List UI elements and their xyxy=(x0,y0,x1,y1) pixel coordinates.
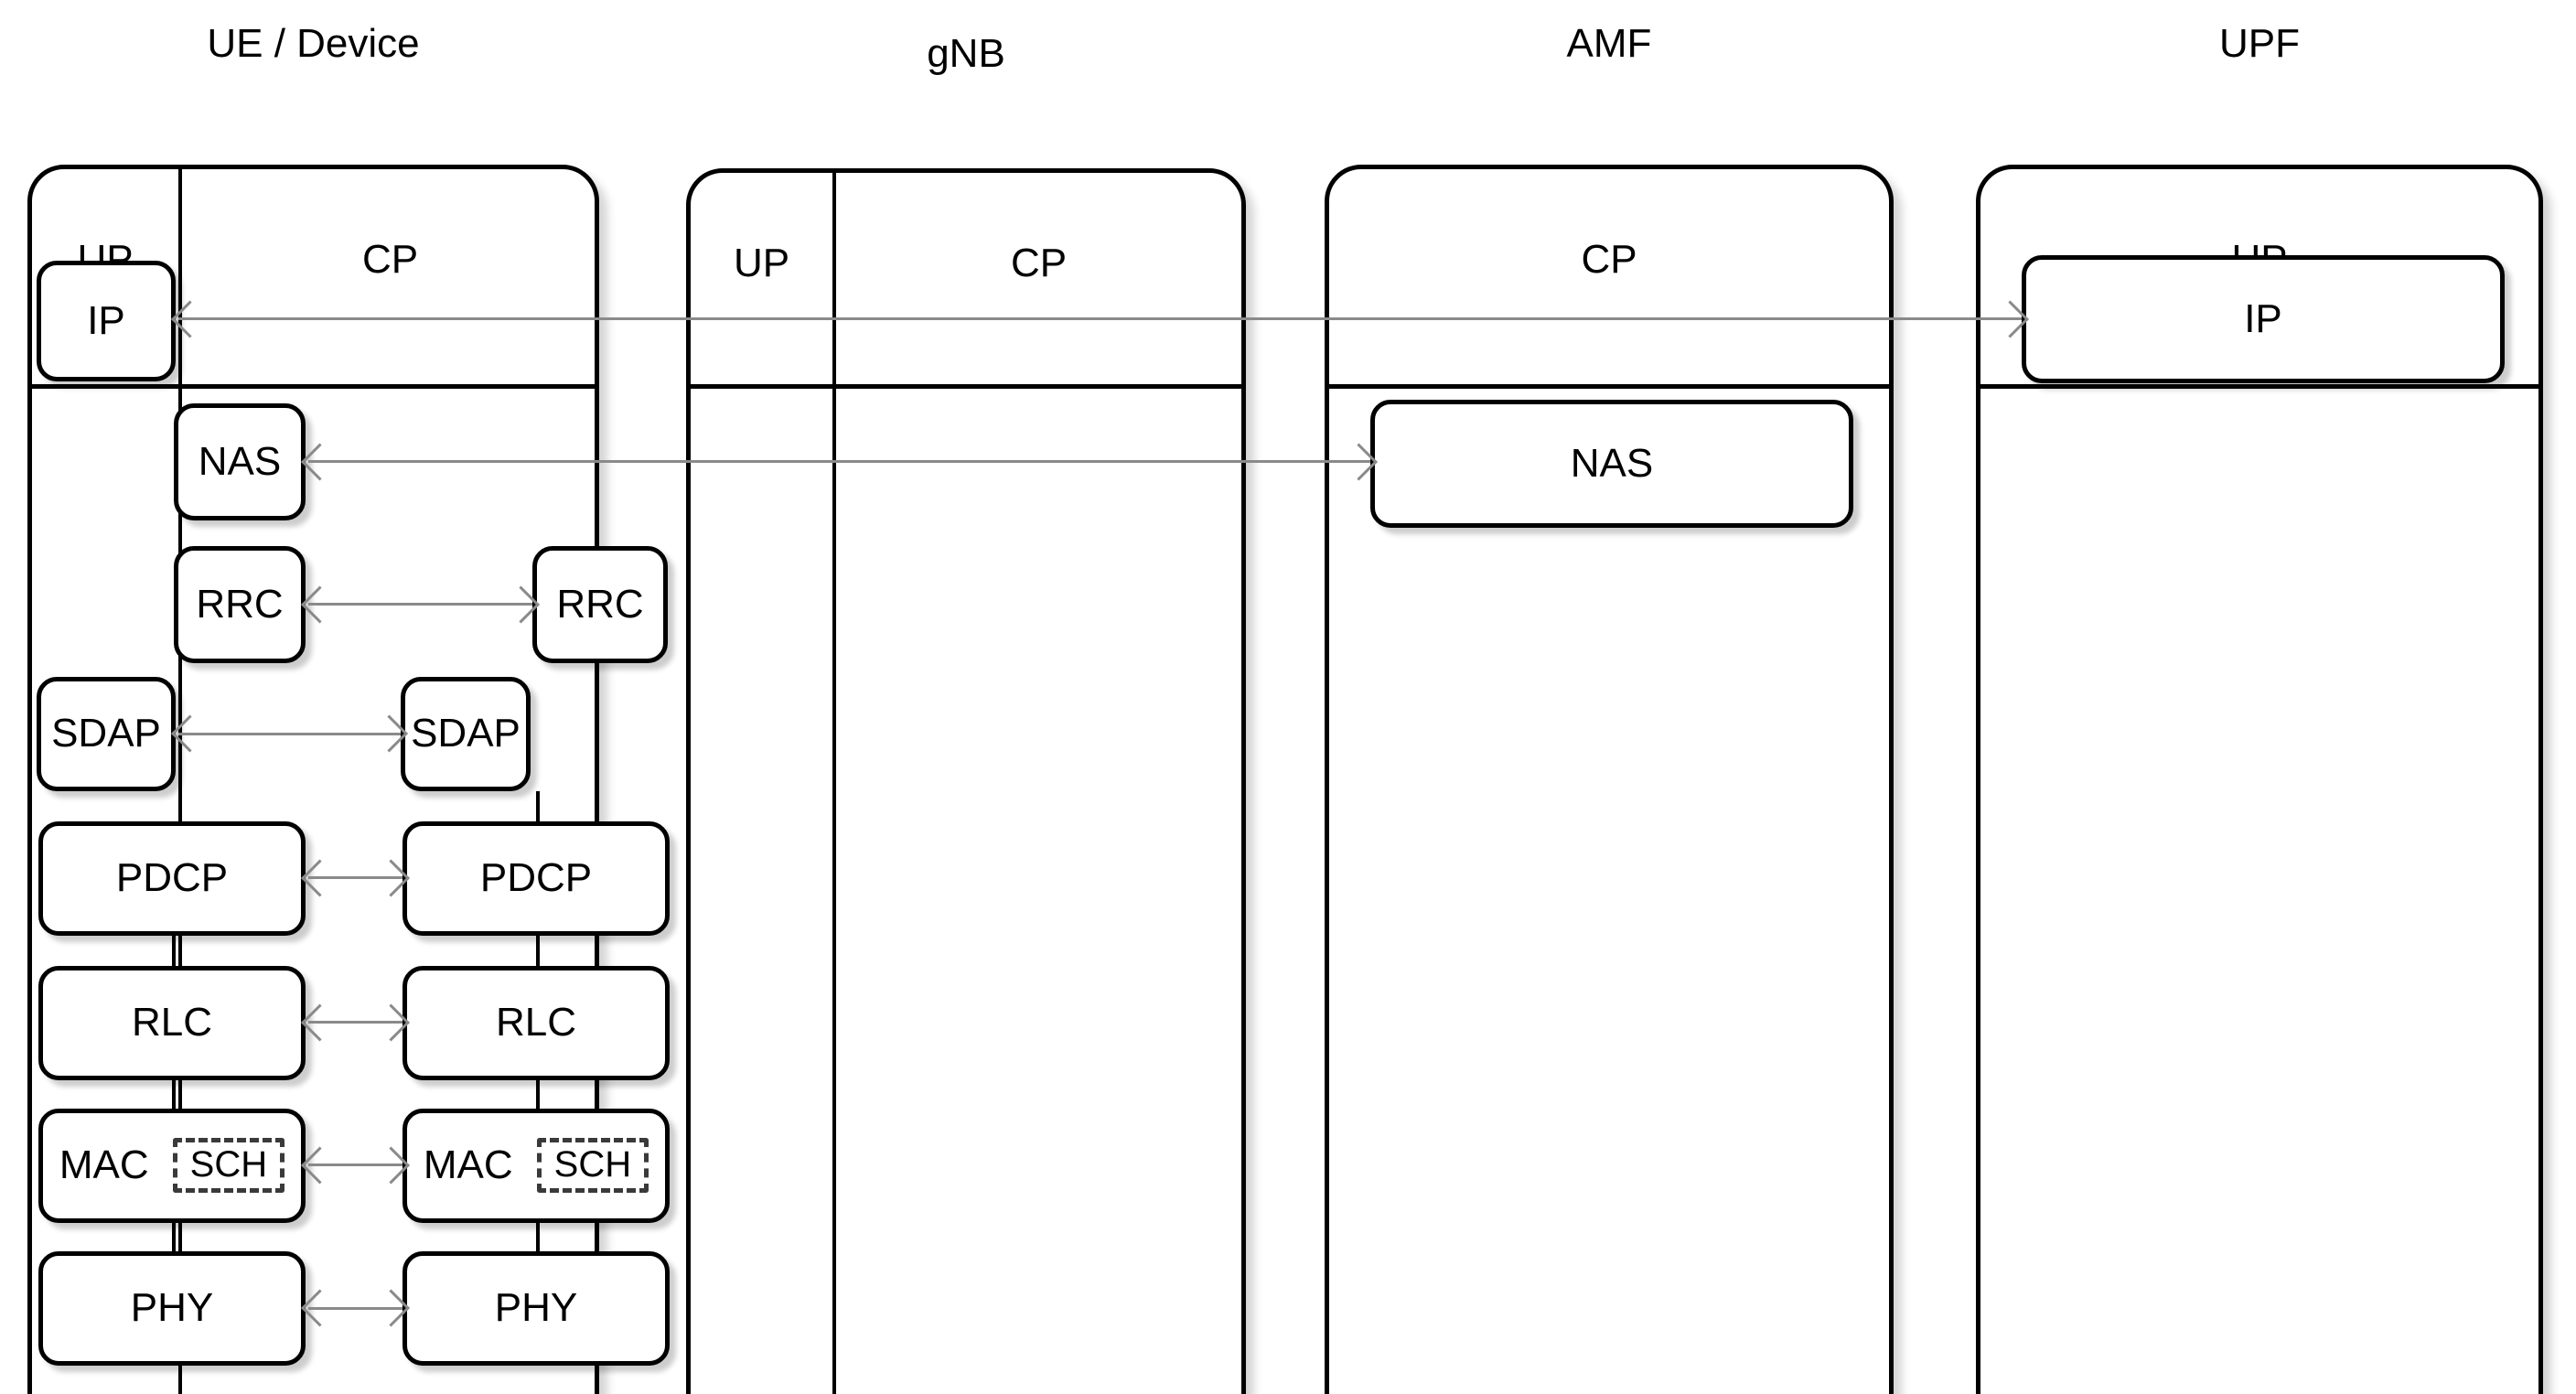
layer-gnb-phy[interactable]: PHY xyxy=(402,1250,670,1366)
layer-label: PDCP xyxy=(479,855,593,901)
layer-ue-nas[interactable]: NAS xyxy=(174,402,306,521)
node-title-upf: UPF xyxy=(2219,20,2300,66)
vconn-ue-pdcp-rlc xyxy=(172,935,176,966)
layer-upf-ip[interactable]: IP xyxy=(2022,255,2505,383)
layer-label: NAS xyxy=(198,438,282,484)
layer-label: SDAP xyxy=(51,711,161,756)
layer-label: RRC xyxy=(556,581,644,627)
node-title-gnb: gNB xyxy=(927,30,1005,76)
panel-amf: CP xyxy=(1325,164,1894,1394)
layer-label: PHY xyxy=(130,1285,214,1331)
layer-label: MAC xyxy=(423,1142,513,1188)
vconn-gnb-sdap-pdcp xyxy=(536,790,540,821)
ue-header-rule xyxy=(32,383,595,389)
vconn-gnb-mac-phy xyxy=(536,1222,540,1251)
upf-header-rule xyxy=(1980,383,2538,389)
layer-label: RLC xyxy=(495,1000,577,1046)
sch-badge: SCH xyxy=(536,1138,649,1194)
gnb-header-rule xyxy=(691,383,1241,389)
node-title-amf: AMF xyxy=(1566,20,1652,66)
amf-header-rule xyxy=(1329,383,1889,389)
peer-link-pdcp xyxy=(308,876,402,880)
vconn-gnb-rlc-mac xyxy=(536,1079,540,1109)
ue-plane-divider xyxy=(178,168,182,1394)
layer-label: SDAP xyxy=(411,711,521,756)
layer-label: NAS xyxy=(1570,440,1654,486)
gnb-plane-divider xyxy=(832,172,836,1394)
layer-label: PHY xyxy=(494,1285,578,1331)
layer-label: MAC xyxy=(59,1142,149,1188)
peer-link-mac xyxy=(308,1163,402,1167)
vconn-ue-rlc-mac xyxy=(172,1079,176,1109)
gnb-plane-label-cp: CP xyxy=(1010,240,1068,285)
ue-plane-label-cp: CP xyxy=(361,237,419,283)
layer-ue-sdap[interactable]: SDAP xyxy=(37,676,176,791)
layer-gnb-pdcp[interactable]: PDCP xyxy=(402,820,670,936)
layer-label: PDCP xyxy=(115,855,229,901)
layer-label: IP xyxy=(87,297,125,343)
layer-label: RLC xyxy=(131,1000,213,1046)
layer-ue-rlc[interactable]: RLC xyxy=(38,965,306,1080)
peer-link-rrc xyxy=(308,603,532,606)
amf-plane-label-cp: CP xyxy=(1581,237,1637,283)
sch-badge: SCH xyxy=(172,1138,285,1194)
layer-amf-nas[interactable]: NAS xyxy=(1370,400,1853,528)
layer-gnb-rlc[interactable]: RLC xyxy=(402,965,670,1080)
layer-ue-phy[interactable]: PHY xyxy=(38,1250,306,1366)
layer-ue-rrc[interactable]: RRC xyxy=(174,545,306,664)
gnb-plane-label-up: UP xyxy=(733,240,790,285)
sch-label: SCH xyxy=(189,1144,268,1185)
panel-gnb: UP CP xyxy=(686,167,1246,1394)
layer-gnb-mac[interactable]: MAC SCH xyxy=(402,1108,670,1223)
layer-gnb-sdap[interactable]: SDAP xyxy=(401,676,531,791)
layer-label: IP xyxy=(2244,295,2282,341)
layer-ue-pdcp[interactable]: PDCP xyxy=(38,820,306,936)
layer-ue-ip[interactable]: IP xyxy=(37,260,176,381)
peer-link-sdap xyxy=(178,732,401,735)
layer-ue-mac[interactable]: MAC SCH xyxy=(38,1108,306,1223)
peer-link-phy xyxy=(308,1306,402,1310)
peer-link-rlc xyxy=(308,1021,402,1024)
vconn-gnb-pdcp-rlc xyxy=(536,935,540,966)
node-title-ue: UE / Device xyxy=(207,20,420,66)
vconn-ue-mac-phy xyxy=(172,1222,176,1251)
layer-label: RRC xyxy=(196,581,284,627)
sch-label: SCH xyxy=(553,1144,632,1185)
peer-link-nas xyxy=(308,460,1370,464)
peer-link-ip xyxy=(178,317,2022,321)
layer-gnb-rrc[interactable]: RRC xyxy=(532,545,668,664)
